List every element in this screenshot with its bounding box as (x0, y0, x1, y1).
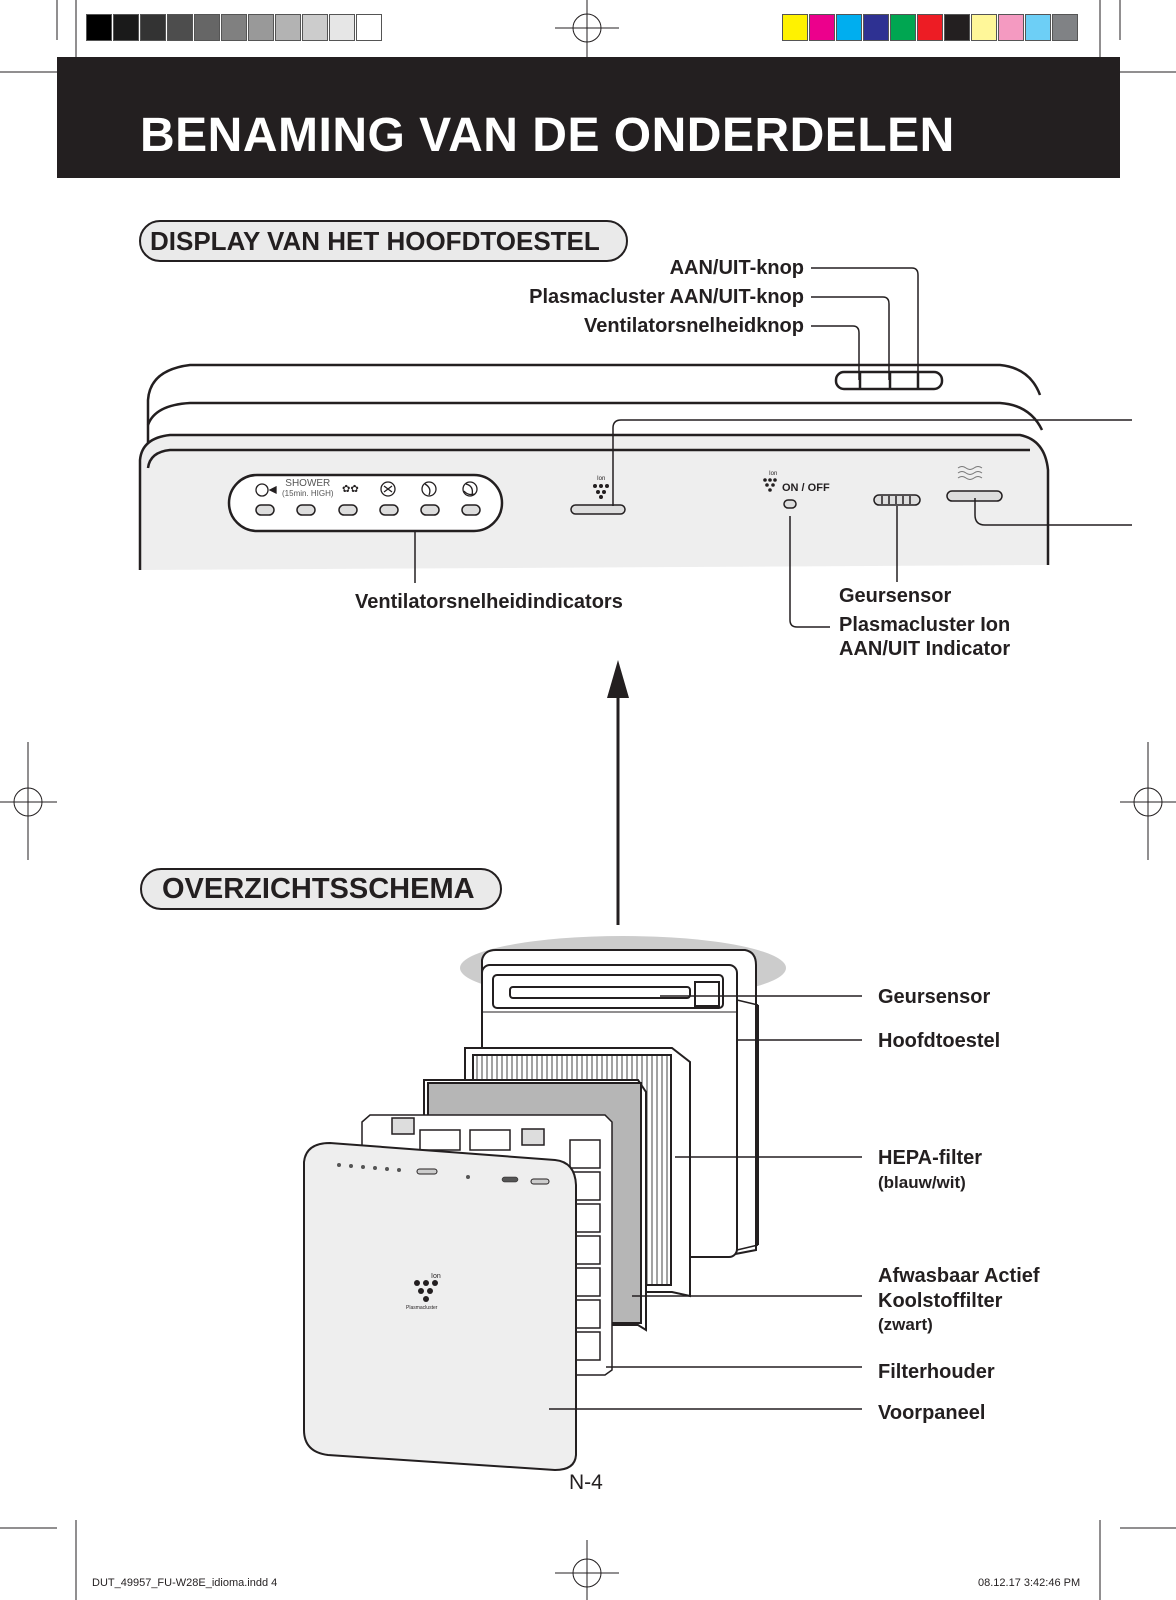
label-ion-indicator-1: Plasmacluster Ion (839, 614, 1011, 636)
title-bar (57, 57, 1120, 178)
label-overview-odor-sensor: Geursensor (878, 986, 991, 1008)
label-carbon-color: (zwart) (878, 1315, 933, 1334)
ion-icon (593, 484, 609, 499)
label-fan-speed-indicators: Ventilatorsnelheidindicators (355, 591, 623, 613)
ion-icon (763, 478, 777, 492)
gray-swatch (113, 14, 139, 41)
gray-swatch (302, 14, 328, 41)
front-ion-label: Ion (431, 1273, 441, 1280)
svg-text:✿✿: ✿✿ (342, 484, 359, 495)
color-swatch (1025, 14, 1051, 41)
section-overview-heading: OVERZICHTSSCHEMA (140, 868, 502, 910)
color-swatch (890, 14, 916, 41)
section-display-heading: DISPLAY VAN HET HOOFDTOESTEL (139, 220, 628, 262)
label-front-panel: Voorpaneel (878, 1402, 986, 1424)
shower-sublabel: (15min. HIGH) (282, 489, 334, 498)
gray-swatch (194, 14, 220, 41)
arrow-up-icon (607, 660, 629, 925)
gray-swatch (221, 14, 247, 41)
control-panel-illustration (138, 363, 1050, 570)
fan-speed-buttons (255, 504, 481, 516)
gray-swatch (248, 14, 274, 41)
plasmacluster-logo-icon (414, 1280, 438, 1302)
front-panel-illustration (303, 1141, 577, 1472)
gray-swatch (140, 14, 166, 41)
color-swatch (998, 14, 1024, 41)
gray-swatch (275, 14, 301, 41)
label-power-button: AAN/UIT-knop (669, 257, 804, 279)
label-hepa-color: (blauw/wit) (878, 1173, 966, 1192)
color-swatch (944, 14, 970, 41)
ion-led (783, 499, 797, 509)
label-carbon-filter-2: Koolstoffilter (878, 1290, 1003, 1312)
label-odor-sensor: Geursensor (839, 585, 952, 607)
color-swatch (1052, 14, 1078, 41)
color-swatch (917, 14, 943, 41)
fan-mode-icons: ✿✿ (255, 481, 478, 497)
page-number: N-4 (569, 1471, 603, 1494)
ion-label: Ion (597, 476, 606, 482)
label-fan-speed-button: Ventilatorsnelheidknop (583, 315, 804, 337)
gray-swatch (167, 14, 193, 41)
footer-timestamp: 08.12.17 3:42:46 PM (978, 1577, 1081, 1589)
label-plasmacluster-button: Plasmacluster AAN/UIT-knop (529, 286, 804, 308)
color-swatch (809, 14, 835, 41)
color-swatch (863, 14, 889, 41)
gray-swatch (329, 14, 355, 41)
color-swatch (782, 14, 808, 41)
ion-button-indicator (570, 504, 626, 515)
overview-leader-lines (549, 995, 862, 1410)
color-swatch (836, 14, 862, 41)
gray-swatch (356, 14, 382, 41)
front-brand-label: Plasmacluster (406, 1305, 438, 1311)
label-filter-holder: Filterhouder (878, 1361, 995, 1383)
label-ion-indicator-2: AAN/UIT Indicator (839, 638, 1011, 660)
on-off-label: ON / OFF (782, 482, 830, 494)
label-carbon-filter-1: Afwasbaar Actief (878, 1265, 1040, 1287)
page-title: BENAMING VAN DE ONDERDELEN (140, 109, 955, 162)
wave-icon (957, 466, 983, 480)
label-main-unit: Hoofdtoestel (878, 1030, 1001, 1052)
label-hepa-filter: HEPA-filter (878, 1147, 983, 1169)
shower-mode-label: SHOWER (15min. HIGH) (282, 479, 334, 499)
display-leader-lines (414, 267, 1132, 628)
shower-label: SHOWER (285, 478, 331, 489)
color-swatch (971, 14, 997, 41)
footer-file: DUT_49957_FU-W28E_idioma.indd 4 (92, 1577, 278, 1589)
odor-sensor-grille (873, 494, 921, 506)
gray-swatch (86, 14, 112, 41)
ion-label: Ion (769, 471, 778, 477)
